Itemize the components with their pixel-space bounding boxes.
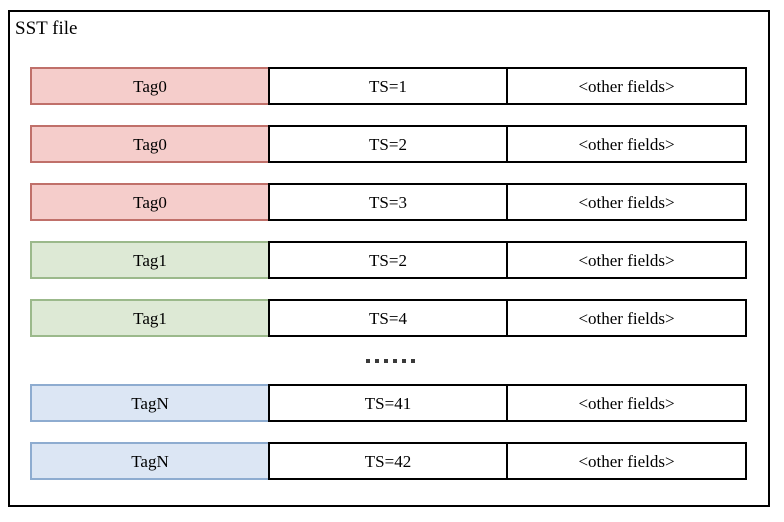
row-timestamp-cell: TS=4 — [268, 299, 508, 337]
row-tag-cell: Tag0 — [30, 125, 270, 163]
row-timestamp-cell: TS=3 — [268, 183, 508, 221]
row-other-fields-cell: <other fields> — [506, 241, 747, 279]
row-tag-cell: Tag1 — [30, 241, 270, 279]
row-spacer — [30, 221, 751, 241]
table-row: Tag0 TS=2 <other fields> — [30, 125, 751, 163]
row-other-fields-cell: <other fields> — [506, 299, 747, 337]
row-timestamp-cell: TS=1 — [268, 67, 508, 105]
record-list: Tag0 TS=1 <other fields> Tag0 TS=2 <othe… — [30, 67, 751, 480]
row-tag-cell: Tag1 — [30, 299, 270, 337]
row-spacer — [30, 163, 751, 183]
row-tag-cell: Tag0 — [30, 67, 270, 105]
row-spacer — [30, 105, 751, 125]
row-tag-cell: Tag0 — [30, 183, 270, 221]
row-timestamp-cell: TS=41 — [268, 384, 508, 422]
row-other-fields-cell: <other fields> — [506, 125, 747, 163]
sst-file-container: SST file Tag0 TS=1 <other fields> Tag0 T… — [8, 10, 770, 507]
row-other-fields-cell: <other fields> — [506, 384, 747, 422]
row-timestamp-cell: TS=2 — [268, 241, 508, 279]
row-other-fields-cell: <other fields> — [506, 183, 747, 221]
row-spacer — [30, 422, 751, 442]
row-timestamp-cell: TS=42 — [268, 442, 508, 480]
row-tag-cell: TagN — [30, 384, 270, 422]
ellipsis-separator — [30, 337, 751, 384]
row-other-fields-cell: <other fields> — [506, 67, 747, 105]
sst-file-title: SST file — [15, 18, 78, 39]
table-row: TagN TS=41 <other fields> — [30, 384, 751, 422]
row-spacer — [30, 279, 751, 299]
row-other-fields-cell: <other fields> — [506, 442, 747, 480]
table-row: Tag0 TS=1 <other fields> — [30, 67, 751, 105]
table-row: Tag0 TS=3 <other fields> — [30, 183, 751, 221]
table-row: TagN TS=42 <other fields> — [30, 442, 751, 480]
row-timestamp-cell: TS=2 — [268, 125, 508, 163]
ellipsis-icon — [366, 358, 415, 363]
table-row: Tag1 TS=4 <other fields> — [30, 299, 751, 337]
row-tag-cell: TagN — [30, 442, 270, 480]
table-row: Tag1 TS=2 <other fields> — [30, 241, 751, 279]
